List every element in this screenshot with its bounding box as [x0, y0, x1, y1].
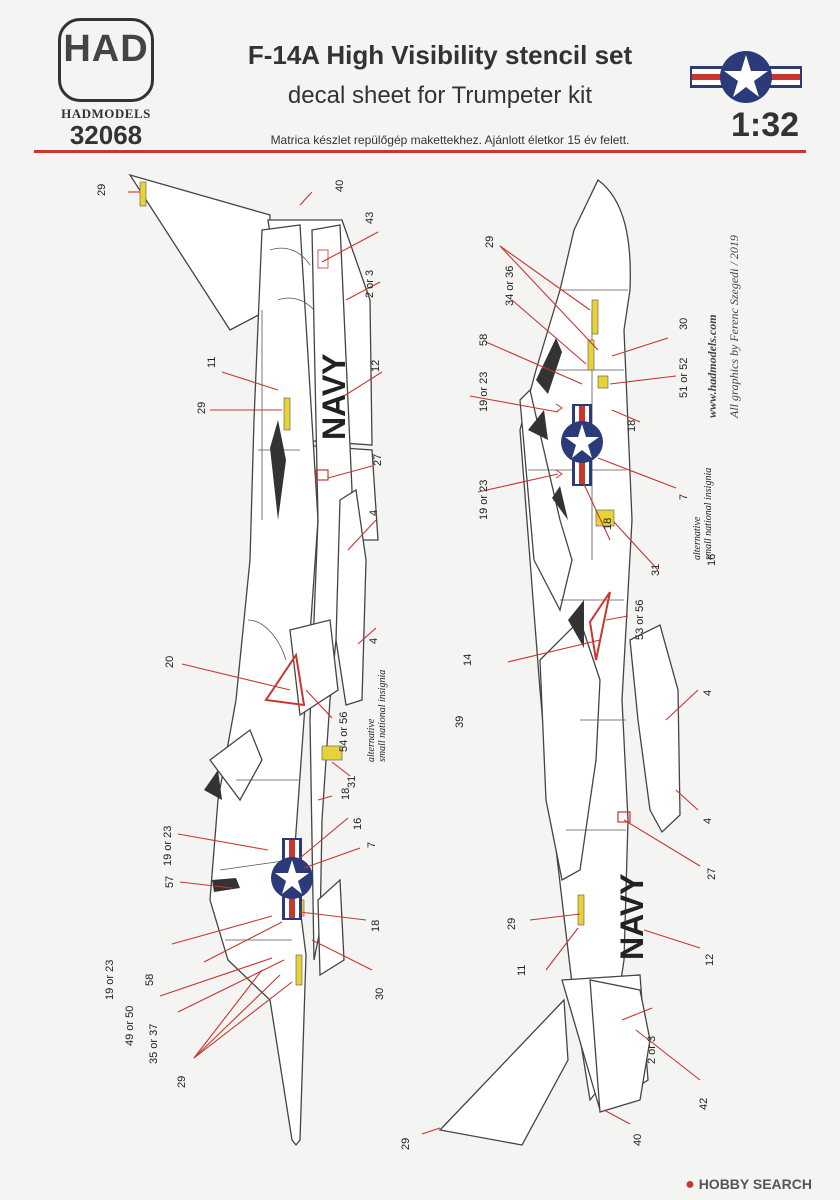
- label-35-or-37-left: 35 or 37: [148, 1023, 160, 1064]
- label-29-fuselage-right: 29: [506, 917, 518, 930]
- label-30-right: 30: [678, 317, 690, 330]
- label-2-or-3-right: 2 or 3: [646, 1035, 658, 1064]
- label-18a-left: 18: [340, 787, 352, 800]
- label-19-or-23b-left: 19 or 23: [104, 959, 116, 1000]
- hobby-search-watermark: ● HOBBY SEARCH: [685, 1176, 812, 1193]
- label-40-left: 40: [334, 179, 346, 192]
- label-14-right: 14: [462, 653, 474, 666]
- sheet-subtitle: decal sheet for Trumpeter kit: [287, 82, 593, 109]
- label-18a-right: 18: [626, 419, 638, 432]
- label-57-left: 57: [164, 875, 176, 888]
- label-12-left: 12: [370, 359, 382, 372]
- label-31-right: 31: [650, 563, 662, 576]
- had-logo-text: HAD: [63, 28, 149, 70]
- label-31-left: 31: [346, 775, 358, 788]
- label-16-left: 16: [352, 817, 364, 830]
- label-11-left: 11: [206, 356, 218, 368]
- label-39-right: 39: [454, 715, 466, 728]
- label-4a-left: 4: [368, 509, 380, 516]
- label-4b-left: 4: [368, 637, 380, 644]
- callout-leader-lines: [128, 191, 701, 1135]
- had-logo-frame: [58, 18, 154, 102]
- label-27-right: 27: [706, 867, 718, 880]
- label-29-right: 29: [484, 235, 496, 248]
- label-29-wing-right: 29: [400, 1137, 412, 1150]
- header-divider: [34, 150, 806, 153]
- right-decal-stripes: [555, 299, 631, 926]
- label-18b-right: 18: [602, 517, 614, 530]
- label-29-wing-left: 29: [96, 183, 108, 196]
- label-53-or-56-right: 53 or 56: [634, 599, 646, 640]
- sheet-title: F-14A High Visibility stencil set: [247, 40, 633, 70]
- label-7-left: 7: [366, 841, 378, 848]
- brand-name: HADMODELS: [61, 106, 151, 121]
- header-roundel-icon: [690, 51, 802, 103]
- label-19-or-23a-right: 19 or 23: [478, 371, 490, 412]
- label-30-left: 30: [374, 987, 386, 1000]
- label-58-right: 58: [478, 333, 490, 346]
- left-navy-marking: NAVY: [316, 353, 352, 440]
- label-54-or-56-left: 54 or 56: [338, 711, 350, 752]
- label-11-right: 11: [516, 964, 528, 976]
- label-29-nose-left: 29: [176, 1075, 188, 1088]
- label-49-or-50-left: 49 or 50: [124, 1005, 136, 1046]
- label-7-right: 7: [678, 493, 690, 500]
- label-18b-left: 18: [370, 919, 382, 932]
- label-40-right: 40: [632, 1133, 644, 1146]
- label-4b-right: 4: [702, 817, 714, 824]
- label-51-or-52-right: 51 or 52: [678, 357, 690, 398]
- label-58-left: 58: [144, 973, 156, 986]
- scale-label: 1:32: [730, 106, 800, 144]
- label-2-or-3-left: 2 or 3: [364, 269, 376, 298]
- left-national-insignia-icon: [271, 838, 313, 920]
- label-27-left: 27: [372, 453, 384, 466]
- right-aircraft-view: [438, 179, 681, 1146]
- label-29-fuselage-left: 29: [196, 401, 208, 414]
- catalog-number: 32068: [69, 120, 143, 150]
- label-19-or-23a-left: 19 or 23: [162, 825, 174, 866]
- label-19-or-23b-right: 19 or 23: [478, 479, 490, 520]
- right-national-insignia-icon: [561, 404, 603, 486]
- label-42-right: 42: [698, 1097, 710, 1110]
- hobby-search-logo-icon: ●: [685, 1176, 695, 1193]
- label-43-left: 43: [364, 211, 376, 224]
- right-navy-marking: NAVY: [614, 873, 650, 960]
- label-4a-right: 4: [702, 689, 714, 696]
- label-16-right: 16: [706, 553, 718, 566]
- label-20-left: 20: [164, 655, 176, 668]
- label-12-right: 12: [704, 953, 716, 966]
- label-34-or-36-right: 34 or 36: [504, 265, 516, 306]
- age-warning-text: Matrica készlet repülőgép makettekhez. A…: [270, 133, 630, 147]
